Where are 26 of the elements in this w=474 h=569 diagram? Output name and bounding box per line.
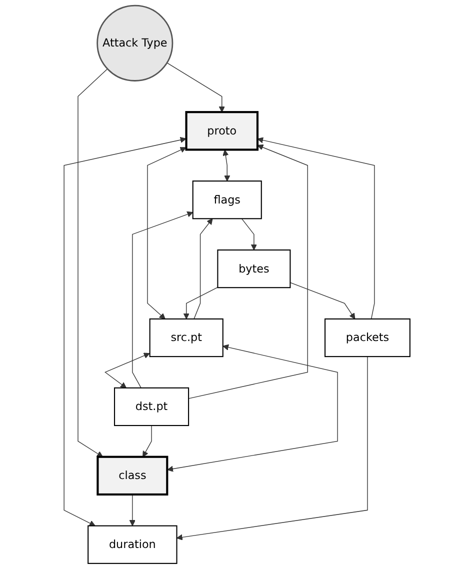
- arrow: [132, 211, 194, 388]
- arrow: [142, 425, 152, 458]
- arrow: [188, 144, 308, 399]
- arrow: [166, 62, 225, 112]
- node-box: packets: [324, 318, 410, 358]
- node-box: class: [96, 456, 168, 496]
- node-box: bytes: [217, 249, 291, 288]
- arrow: [194, 218, 213, 320]
- arrow: [64, 136, 186, 526]
- arrow: [290, 282, 356, 320]
- node-box: src.pt: [149, 318, 224, 358]
- arrow: [129, 494, 136, 526]
- arrow: [176, 356, 368, 540]
- node-box: flags: [192, 180, 262, 220]
- node-box: proto: [185, 111, 259, 151]
- arrow: [241, 218, 258, 250]
- arrow: [167, 344, 338, 472]
- arrow: [183, 286, 218, 320]
- node-box: duration: [88, 525, 178, 564]
- arrow: [147, 147, 186, 320]
- arrow: [257, 137, 375, 320]
- arrow: [78, 68, 108, 458]
- node-box: dst.pt: [114, 387, 190, 426]
- arrow: [104, 352, 150, 388]
- arrow: [222, 150, 230, 182]
- node-circle: Attack Type: [96, 4, 174, 82]
